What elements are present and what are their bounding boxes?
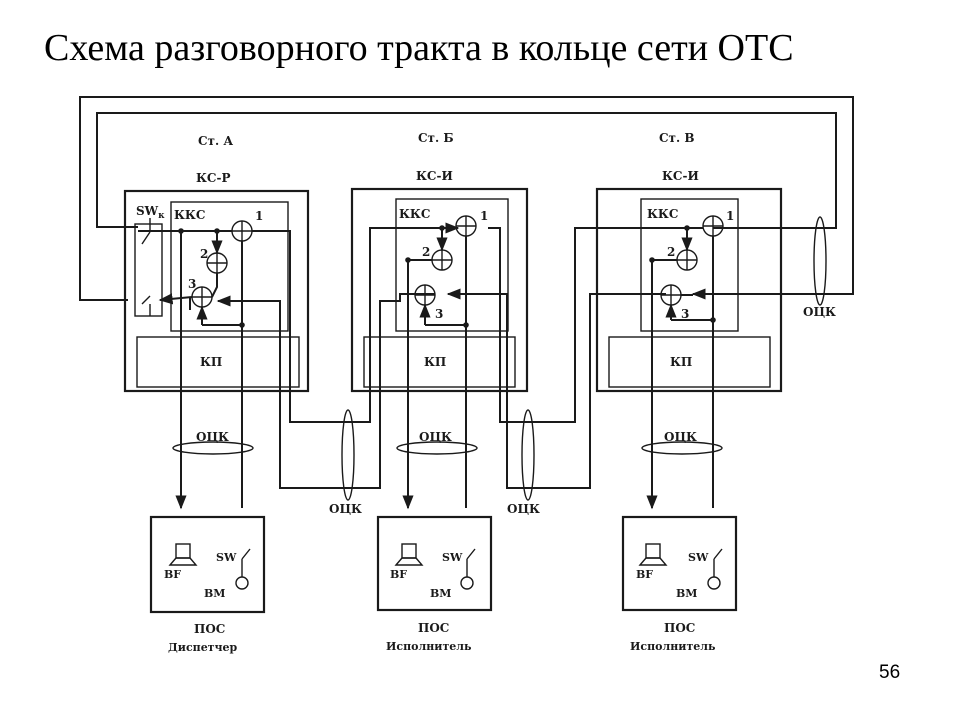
- page-number: 56: [879, 662, 901, 683]
- terminal-a: [149, 515, 266, 614]
- adder-c-2-label: 2: [667, 245, 675, 259]
- station-c-kks-label: ККС: [647, 207, 678, 221]
- terminal-c-name: ПОС: [664, 621, 695, 635]
- adder-b-2-label: 2: [422, 245, 430, 259]
- terminal-c-role: Исполнитель: [630, 640, 716, 653]
- terminal-a-role: Диспетчер: [168, 641, 238, 654]
- terminal-c-sw-label: SW: [688, 551, 709, 564]
- station-c-label: Ст. В: [659, 131, 694, 145]
- station-a-kp-label: КП: [200, 355, 222, 369]
- terminal-b: [376, 515, 493, 612]
- station-b-kp-label: КП: [424, 355, 446, 369]
- terminal-a-sw-label: SW: [216, 551, 237, 564]
- adder-c-1-label: 1: [726, 209, 734, 223]
- station-a-swk-label: SWк: [136, 204, 165, 221]
- station-b-kks-label: ККС: [399, 207, 430, 221]
- station-a-ock-label: ОЦК: [196, 430, 229, 444]
- station-b-ock-label: ОЦК: [419, 430, 452, 444]
- adder-a-2-label: 2: [200, 247, 208, 261]
- station-a-label: Ст. А: [198, 134, 233, 148]
- station-a: [123, 189, 310, 510]
- adder-c-3-label: 3: [681, 307, 689, 321]
- link-bc-ock-label: ОЦК: [507, 502, 540, 516]
- terminal-b-name: ПОС: [418, 621, 449, 635]
- station-b-label: Ст. Б: [418, 131, 454, 145]
- ring-ock-label: ОЦК: [803, 305, 836, 319]
- terminal-b-sw-label: SW: [442, 551, 463, 564]
- terminal-b-speaker-label: BF: [390, 568, 407, 581]
- station-c-switch-label: КС-И: [662, 169, 699, 183]
- adder-a-3-label: 3: [188, 277, 196, 291]
- station-c-ock-label: ОЦК: [664, 430, 697, 444]
- station-b: [350, 187, 529, 510]
- terminal-a-speaker-label: BF: [164, 568, 181, 581]
- terminal-a-name: ПОС: [194, 622, 225, 636]
- adder-b-3-label: 3: [435, 307, 443, 321]
- ring-ock-ellipse: [813, 216, 827, 306]
- adder-a-1-label: 1: [255, 209, 263, 223]
- link-ab-ock-label: ОЦК: [329, 502, 362, 516]
- station-a-kks-label: ККС: [174, 208, 205, 222]
- station-c-kp-label: КП: [670, 355, 692, 369]
- terminal-c: [621, 515, 738, 612]
- terminal-b-mic-label: BM: [430, 587, 451, 600]
- link-a-b: [216, 222, 460, 501]
- terminal-b-role: Исполнитель: [386, 640, 472, 653]
- terminal-a-mic-label: BM: [204, 587, 225, 600]
- station-b-switch-label: КС-И: [416, 169, 453, 183]
- station-a-switch-label: КС-Р: [196, 171, 230, 185]
- terminal-c-mic-label: BM: [676, 587, 697, 600]
- slide-title: Схема разговорного тракта в кольце сети …: [44, 27, 794, 69]
- link-b-c: [446, 227, 703, 501]
- terminal-c-speaker-label: BF: [636, 568, 653, 581]
- adder-b-1-label: 1: [480, 209, 488, 223]
- station-c: [595, 187, 783, 510]
